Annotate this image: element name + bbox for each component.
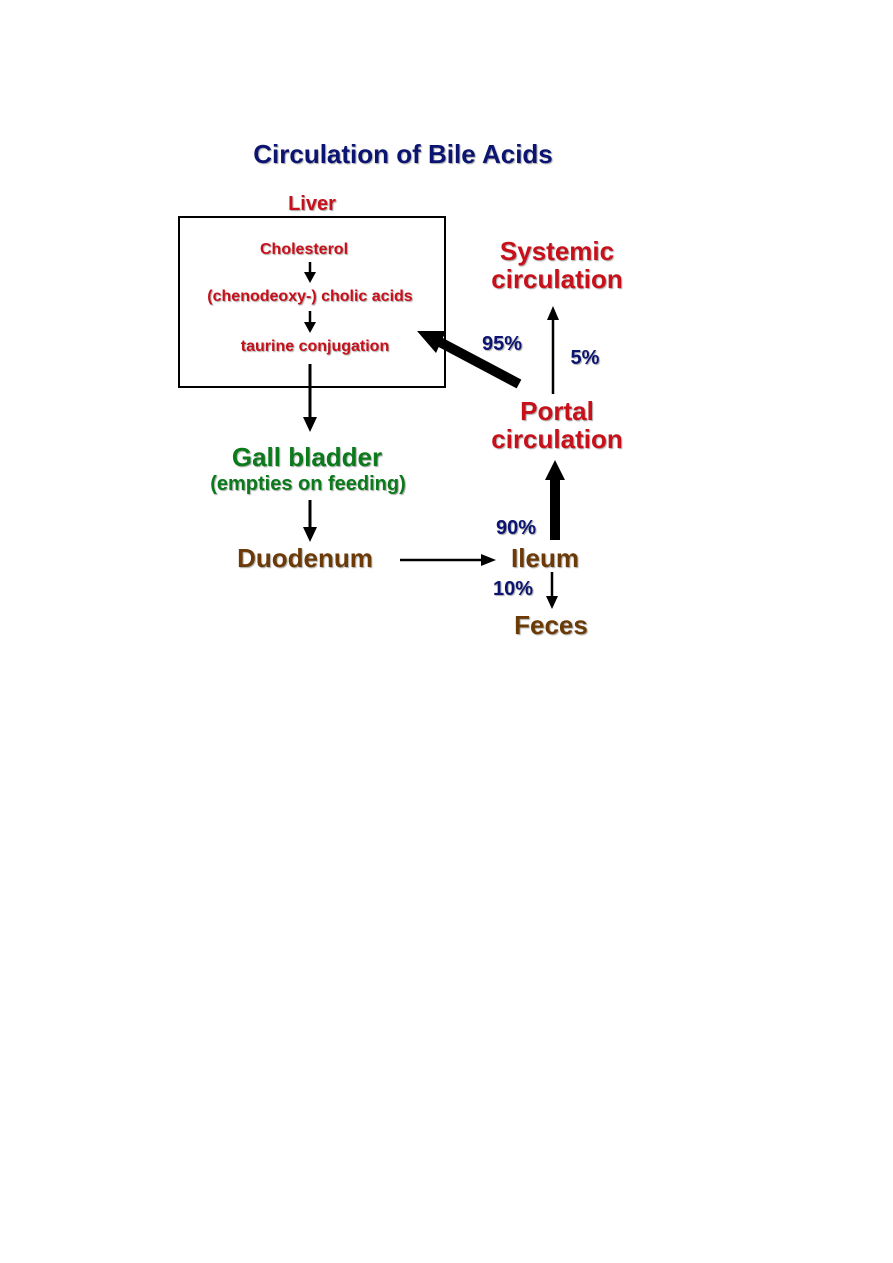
liver-step-taurine-conjugation: taurine conjugation [240,338,390,355]
arrow-portal-to-liver [417,331,522,389]
arrow-duodenum-to-ileum [400,554,496,566]
arrow-cholic-to-taurine [304,311,316,333]
liver-label: Liver [288,193,336,215]
arrow-gall-bladder-to-duodenum [303,500,317,542]
percent-portal-to-liver: 95% [481,333,523,355]
liver-step-cholic-acids: (chenodeoxy-) cholic acids [207,288,413,305]
systemic-circulation-label: Systemic circulation [491,237,622,293]
portal-line2: circulation [491,424,623,455]
gall-bladder-sublabel: (empties on feeding) [210,473,406,495]
percent-ileum-to-feces: 10% [492,578,534,600]
portal-circulation-label: Portal circulation [491,397,622,453]
liver-step-cholesterol: Cholesterol [259,241,349,258]
arrow-cholesterol-to-cholic [304,262,316,283]
systemic-line2: circulation [491,264,623,295]
duodenum-label: Duodenum [237,543,373,573]
portal-line1: Portal [520,396,594,426]
feces-label: Feces [514,610,588,640]
liver-box [178,216,446,388]
percent-portal-to-systemic: 5% [570,347,600,369]
percent-ileum-to-portal: 90% [495,517,537,539]
diagram-title: Circulation of Bile Acids [253,139,553,169]
arrow-portal-to-systemic [547,306,559,394]
systemic-line1: Systemic [499,236,615,266]
arrow-liver-to-gall-bladder [303,364,317,432]
arrow-ileum-to-feces [546,572,558,609]
ileum-label: Ileum [511,543,579,573]
arrow-ileum-to-portal [545,460,565,540]
gall-bladder-label: Gall bladder [231,442,383,472]
